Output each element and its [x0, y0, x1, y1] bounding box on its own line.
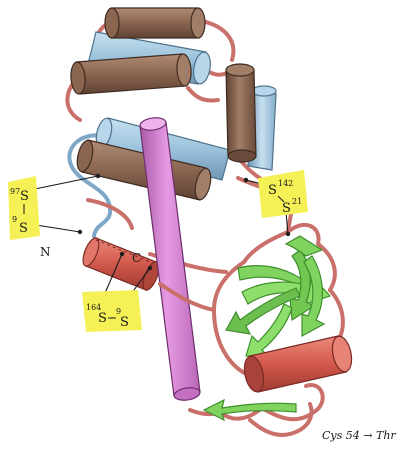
svg-text:21: 21 — [292, 197, 302, 206]
svg-text:S: S — [98, 311, 107, 326]
svg-text:9: 9 — [12, 215, 17, 224]
n-terminus-label: N — [40, 245, 51, 259]
svg-text:S: S — [19, 221, 28, 236]
svg-text:142: 142 — [278, 179, 293, 188]
svg-text:97: 97 — [10, 187, 20, 196]
svg-text:S: S — [20, 189, 29, 204]
svg-text:S: S — [282, 201, 291, 216]
mutation-label: Cys 54 → Thr — [322, 429, 396, 442]
c-terminus-label: C — [132, 251, 141, 265]
helix-brown-second — [70, 54, 192, 95]
svg-text:S: S — [120, 315, 129, 330]
helix-brown-top — [105, 8, 205, 38]
beta-sheet — [226, 236, 330, 356]
helix-brown-right — [226, 64, 256, 162]
svg-text:S: S — [268, 183, 277, 198]
helix-red-short — [80, 236, 162, 292]
